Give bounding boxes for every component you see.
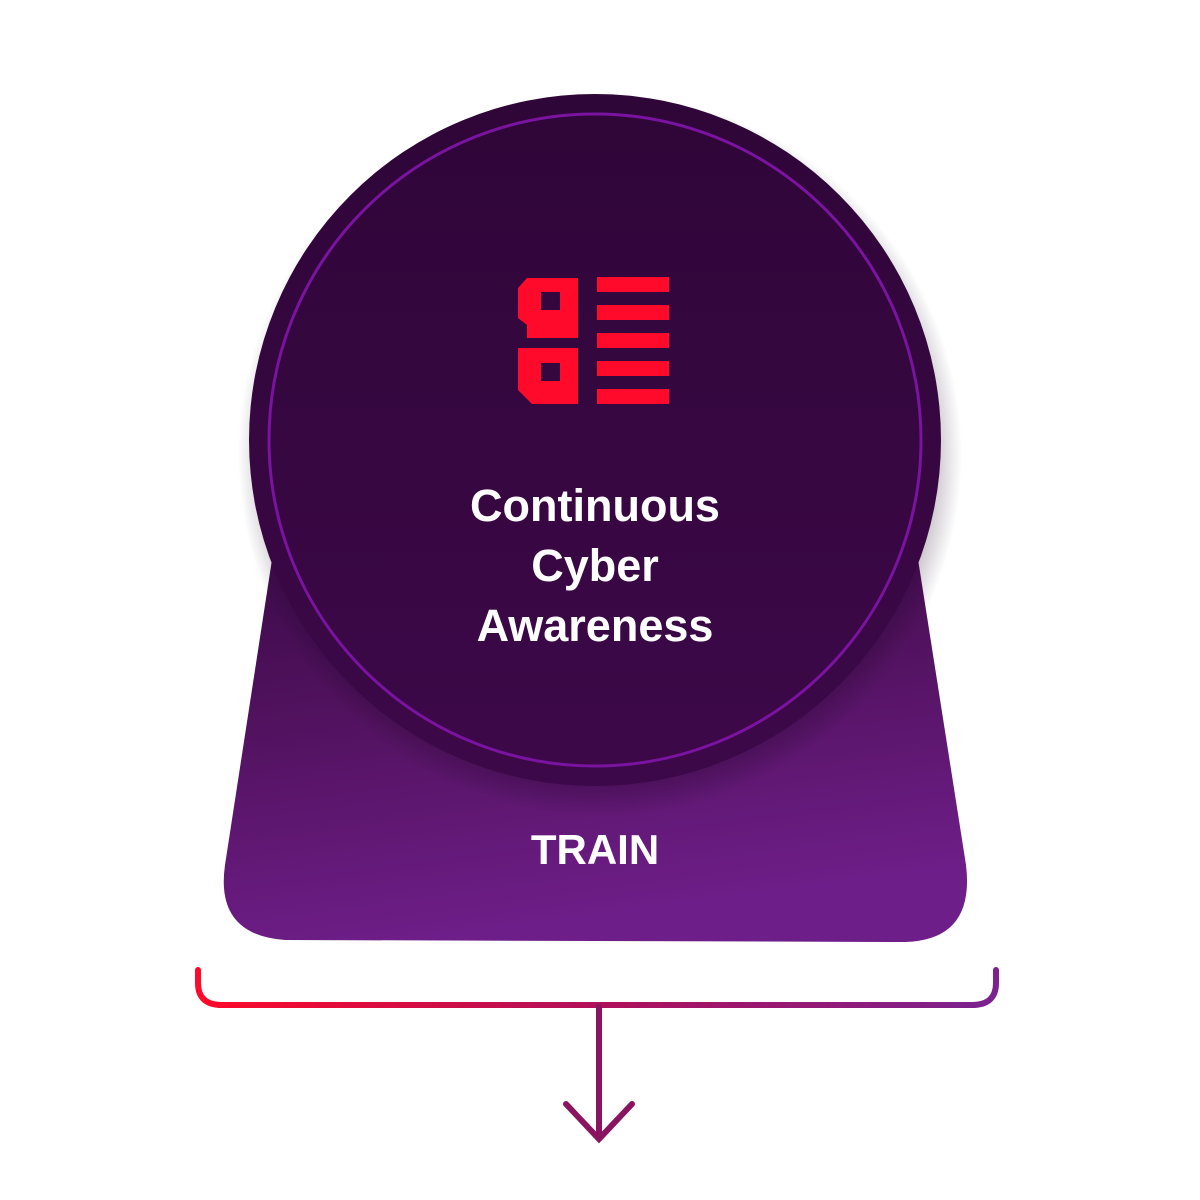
base-label: TRAIN (530, 826, 660, 873)
circle-title-line-1: Continuous (470, 480, 720, 531)
circle-ring (267, 112, 923, 768)
arrow-down-icon (563, 1004, 635, 1144)
bracket-line (195, 967, 999, 1008)
circle-title: Continuous Cyber Awareness (400, 476, 790, 656)
checklist-icon (518, 277, 669, 404)
circle-title-line-2: Cyber (531, 540, 659, 591)
circle-title-line-3: Awareness (476, 600, 714, 651)
main-circle (249, 94, 941, 786)
